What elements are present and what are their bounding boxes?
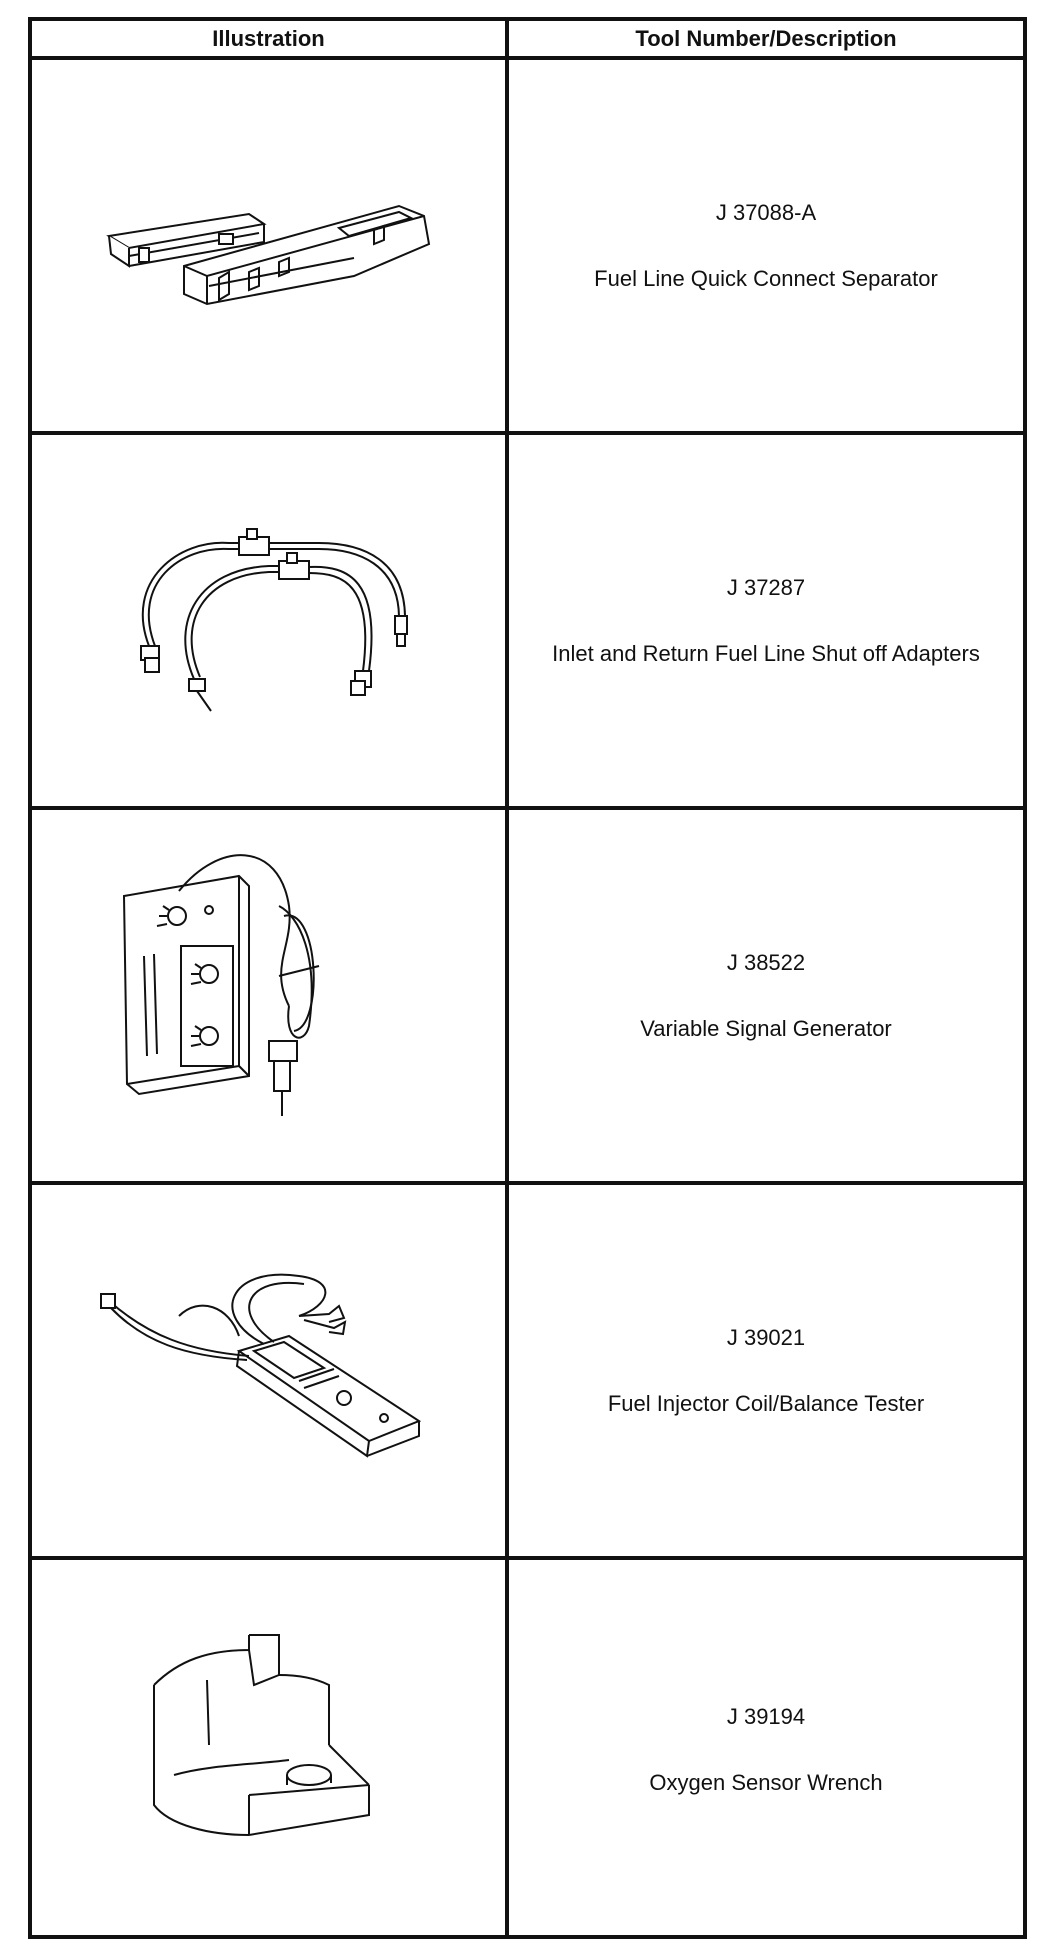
table-row-description: J 37287 Inlet and Return Fuel Line Shut … — [509, 435, 1023, 806]
tool-number: J 38522 — [726, 949, 806, 975]
injector-tester-icon — [99, 1256, 439, 1486]
row-divider — [32, 1181, 1023, 1185]
tool-number: J 39194 — [726, 1703, 806, 1729]
tool-description: Fuel Line Quick Connect Separator — [594, 265, 938, 291]
table-row-description: J 37088-A Fuel Line Quick Connect Separa… — [509, 60, 1023, 431]
tool-description: Fuel Injector Coil/Balance Tester — [607, 1390, 925, 1416]
row-divider — [32, 806, 1023, 810]
row-divider — [32, 56, 1023, 60]
tool-description: Variable Signal Generator — [640, 1015, 892, 1041]
row-divider — [32, 431, 1023, 435]
table-row-illustration — [32, 810, 505, 1181]
table-row-illustration — [32, 1560, 505, 1939]
tool-description: Inlet and Return Fuel Line Shut off Adap… — [552, 640, 980, 666]
header-tool-description: Tool Number/Description — [635, 25, 897, 51]
tools-table: Illustration Tool Number/Description J 3… — [28, 17, 1027, 1939]
tool-number: J 37088-A — [715, 199, 817, 225]
table-row-description: J 38522 Variable Signal Generator — [509, 810, 1023, 1181]
table-row-illustration — [32, 435, 505, 806]
tool-number: J 37287 — [726, 574, 806, 600]
table-row-illustration — [32, 1185, 505, 1556]
signal-generator-icon — [119, 846, 419, 1146]
shutoff-adapters-icon — [119, 521, 419, 721]
table-row-illustration — [32, 60, 505, 431]
tool-description: Oxygen Sensor Wrench — [649, 1769, 883, 1795]
header-illustration: Illustration — [212, 25, 325, 51]
table-row-description: J 39021 Fuel Injector Coil/Balance Teste… — [509, 1185, 1023, 1556]
table-row-description: J 39194 Oxygen Sensor Wrench — [509, 1560, 1023, 1939]
oxygen-sensor-wrench-icon — [149, 1635, 389, 1865]
tool-number: J 39021 — [726, 1324, 806, 1350]
column-divider — [505, 21, 509, 1935]
quick-connect-separator-icon — [99, 176, 439, 316]
row-divider — [32, 1556, 1023, 1560]
